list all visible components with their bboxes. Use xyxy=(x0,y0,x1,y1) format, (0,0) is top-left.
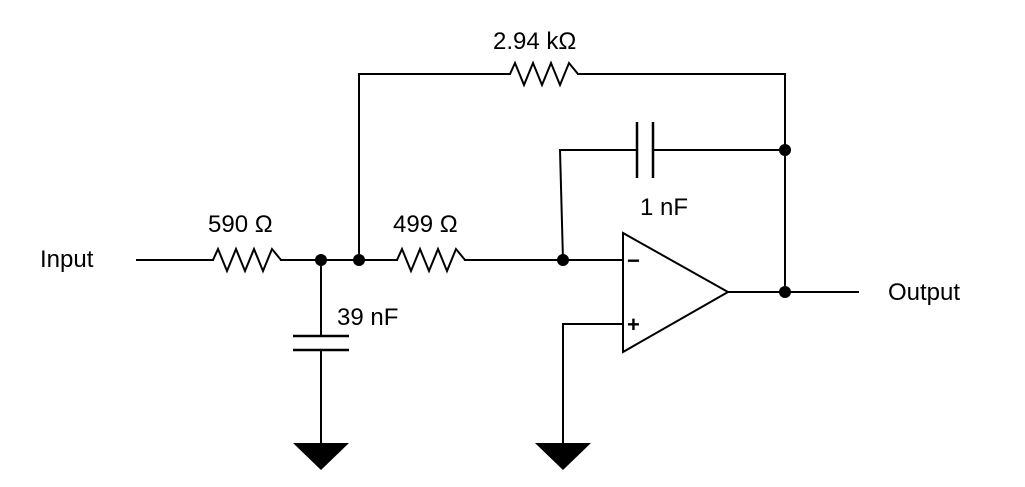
wire-noninverting-to-ground xyxy=(562,323,624,444)
opamp-triangle xyxy=(622,231,731,354)
capacitor-1nf-label: 1 nF xyxy=(640,194,688,221)
ground-2-icon xyxy=(535,443,591,470)
feedback-wire-right xyxy=(577,73,786,293)
resistor-590-label: 590 Ω xyxy=(208,211,273,238)
opamp-noninverting-sign: + xyxy=(627,312,640,337)
junction-node-5 xyxy=(779,286,791,298)
resistor-499-symbol xyxy=(396,246,466,274)
input-label: Input xyxy=(40,246,94,273)
resistor-499-label: 499 Ω xyxy=(393,211,458,238)
output-label: Output xyxy=(888,279,960,306)
capacitor-39nf-label: 39 nF xyxy=(337,304,398,331)
ground-1-icon xyxy=(293,443,349,470)
resistor-2k94-symbol xyxy=(509,60,579,88)
junction-node-4 xyxy=(779,144,791,156)
opamp-inverting-sign: − xyxy=(627,248,640,273)
resistor-2k94-label: 2.94 kΩ xyxy=(493,28,576,55)
wire-node3-to-c1n xyxy=(558,149,638,262)
resistor-590-symbol xyxy=(212,246,282,274)
feedback-wire-left xyxy=(358,73,511,261)
